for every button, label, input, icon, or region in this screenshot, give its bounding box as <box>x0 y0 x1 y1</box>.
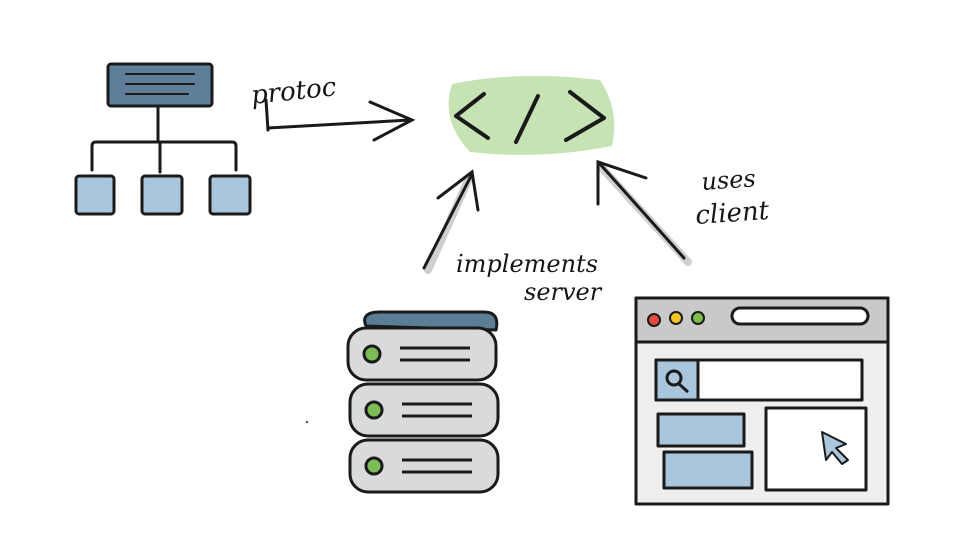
protoc-arrow <box>264 98 416 142</box>
uses-client-arrow <box>596 159 692 266</box>
implements-arrow <box>422 169 480 274</box>
client-label: client <box>694 196 770 231</box>
protoc-label: protoc <box>250 72 338 111</box>
schema-tree-icon <box>74 62 252 216</box>
search-icon <box>665 369 689 394</box>
cursor-icon <box>821 431 849 465</box>
implements-label: implements <box>456 250 598 278</box>
server-label: server <box>524 278 603 306</box>
browser-window-icon <box>634 296 890 506</box>
server-rack-icon <box>346 310 500 494</box>
stray-mark <box>305 420 309 424</box>
code-icon <box>448 75 615 155</box>
uses-label: uses <box>700 164 756 196</box>
